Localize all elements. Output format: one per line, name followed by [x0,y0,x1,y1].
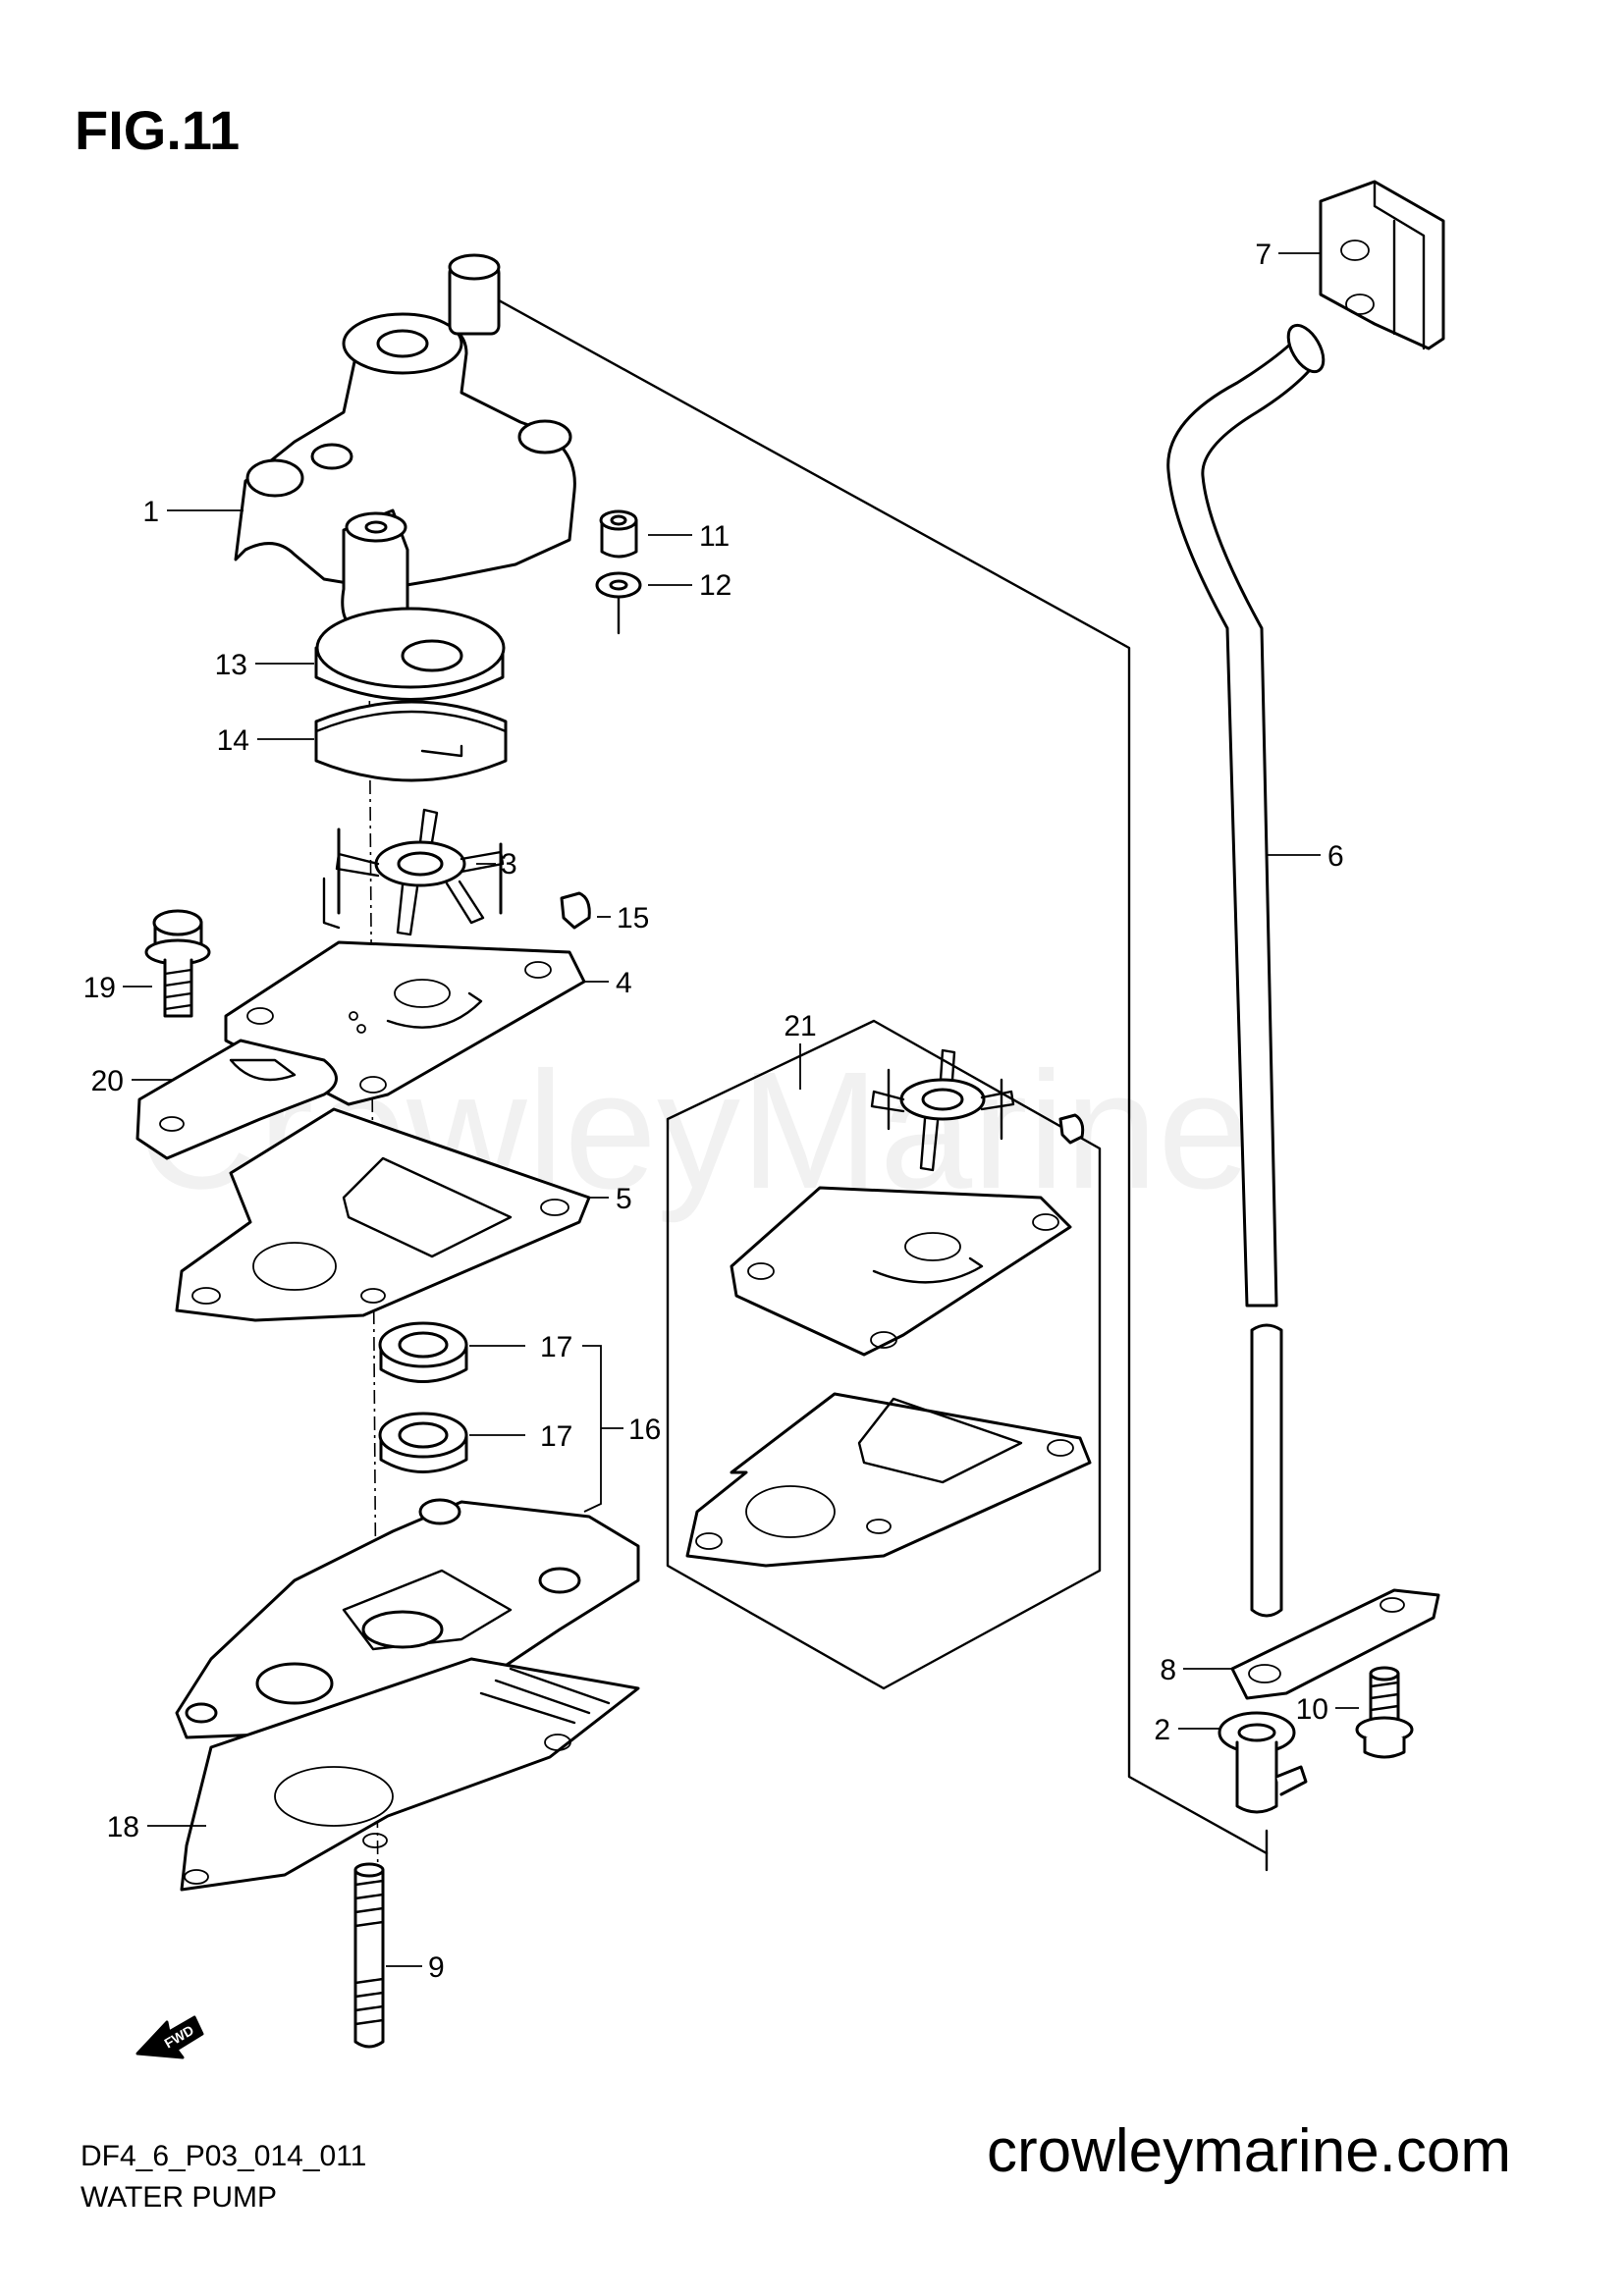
website-link[interactable]: crowleymarine.com [987,2117,1512,2185]
callout-3: 3 [501,848,517,881]
callout-17b: 17 [540,1420,572,1453]
callout-20: 20 [91,1065,124,1097]
callout-8: 8 [1160,1654,1176,1686]
callout-10: 10 [1296,1693,1328,1726]
part-8-plate [1230,1588,1440,1700]
part-18-gasket [180,1657,640,1892]
callout-16: 16 [628,1414,661,1446]
fwd-arrow-icon: FWD [135,2015,204,2059]
callout-19: 19 [83,972,116,1004]
diagram-code: DF4_6_P03_014_011 [81,2140,367,2172]
callout-12: 12 [699,569,731,602]
part-1-pump-case [234,253,576,630]
callout-2: 2 [1154,1714,1170,1746]
figure-title: FIG.11 [75,99,241,161]
part-19-bolt [144,909,211,1018]
leader-16-bracket [582,1345,602,1513]
callout-9: 9 [428,1951,445,1984]
callout-11: 11 [699,520,730,553]
part-17-oil-seal-upper [378,1321,468,1383]
kit-impeller [870,1048,1015,1172]
part-11-nut [599,509,638,559]
callout-13: 13 [215,649,247,681]
callout-4: 4 [616,967,632,999]
part-15-key [560,891,591,930]
kit-key [1058,1113,1085,1145]
callout-15: 15 [617,902,649,934]
callout-6: 6 [1327,840,1344,873]
part-5-gasket [175,1107,591,1322]
callout-1: 1 [142,496,159,528]
part-13-cover [314,607,506,701]
kit-outline-main [477,288,1269,1855]
kit-plate [730,1186,1072,1357]
part-2-grommet [1218,1711,1308,1814]
diagram-caption: WATER PUMP [81,2181,277,2214]
callout-17a: 17 [540,1331,572,1363]
part-21-repair-kit [666,1019,1102,1690]
part-20-gasket [135,1039,338,1160]
part-12-washer [595,571,642,599]
callout-7: 7 [1255,239,1272,271]
callout-18: 18 [107,1811,139,1843]
part-7-grommet [1319,180,1445,350]
part-14-liner [314,700,508,782]
callout-21: 21 [784,1010,816,1042]
kit-gasket [685,1392,1092,1568]
part-16-pump-housing [175,1498,640,1739]
part-6-water-tube [1166,323,1326,1618]
part-17-oil-seal-lower [378,1412,468,1473]
part-9-stud-bolt [353,1862,385,2049]
callout-14: 14 [217,724,249,757]
part-10-bolt [1355,1666,1414,1759]
callout-5: 5 [616,1183,632,1215]
part-3-impeller [322,808,505,936]
